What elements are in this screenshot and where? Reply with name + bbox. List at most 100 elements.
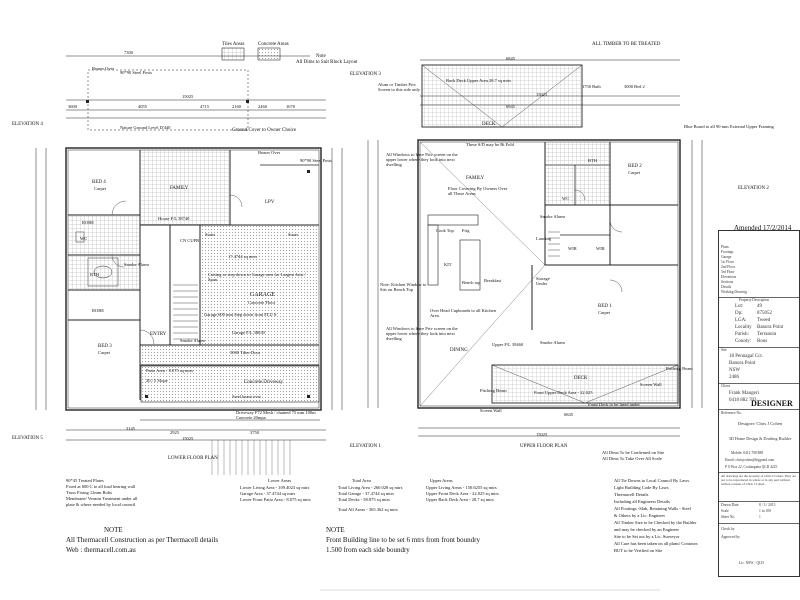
driveway-mesh-note: Driveway F72 Mesh / chained 75 mm 100m C…	[236, 410, 316, 420]
room-bed1: BED 1	[598, 304, 612, 309]
legend-concrete-swatch	[257, 47, 281, 61]
compliance-note: Thermacell Details	[614, 492, 649, 497]
company-name: 3D Home Design & Drafting Builder	[728, 436, 792, 441]
title-row: Details	[721, 285, 732, 289]
room-garage: GARAGE	[250, 292, 275, 298]
lower-floor-plan-title: LOWER FLOOR PLAN	[168, 456, 218, 461]
property-description-heading: Property Description	[739, 298, 770, 302]
legend-tiles-swatch	[221, 47, 245, 61]
compliance-note: Site to be Set out by a Lic. Surveyor	[614, 534, 680, 539]
upper-front-deck-area: Upper Front Deck Area - 22.025 sq mtrs	[426, 491, 499, 496]
boundary-note-line2: 1.500 from each side boundry	[326, 546, 410, 554]
back-deck-label: Back Deck Upper Area 28.7 sq mtrs	[446, 78, 512, 83]
windows-privacy-note-2: All Windows to have Priv screen on the u…	[386, 326, 458, 341]
boundary-note-line1: Front Building line to be set 6 mtrs fro…	[326, 536, 480, 544]
title-row: Sections	[721, 280, 734, 284]
lga-label: LGA:	[735, 318, 747, 323]
designer-name: Designer/ Chris J Cohen	[737, 421, 783, 426]
construction-note: Membrane/ Vermin Treatment under all	[66, 496, 138, 501]
room-robe-1: ROBE	[82, 220, 95, 225]
upper-smoke-alarm-2: Smoke Alarm	[540, 340, 565, 345]
lower-dim: 1670	[286, 104, 295, 109]
title-row: Working Drawing	[721, 290, 747, 294]
cupboard-label: CN CUPB	[180, 238, 200, 243]
client-label: Client	[721, 384, 730, 388]
lower-dim-bottom: 3750	[250, 430, 259, 435]
total-areas-heading: Total Area	[352, 478, 371, 483]
upper-dim: 15025	[536, 432, 548, 437]
dims-confirm-note: All Dims To be Confirmed on Site	[602, 450, 665, 455]
room-bed3: BED 3	[98, 344, 112, 349]
sheet-value: 1	[759, 515, 761, 519]
title-row: 3rd Floor	[721, 270, 735, 274]
title-row: 2nd Floor	[721, 265, 736, 269]
site-address-line: 18 Pennagal Cct.	[729, 354, 764, 359]
room-robe-2: ROBE	[92, 308, 105, 313]
header-note-text: All Dims to Suit Block Layout	[296, 60, 358, 65]
upper-bath-label: BTH	[588, 158, 597, 163]
total-living-area: Total Living Area - 260.028 sq mtrs	[338, 485, 403, 490]
upper-wc-label: WC	[562, 196, 570, 201]
designer-heading: DESIGNER	[751, 399, 793, 408]
scale-label: Scale	[721, 509, 729, 513]
compliance-note: All Timber Size to be Checked by the Bui…	[614, 520, 697, 525]
client-name: Frank Maugeri	[729, 391, 759, 396]
room-bed4-floor: Carpet	[94, 186, 106, 191]
retaining-note: Cutting or step down to Garage area for …	[208, 272, 306, 282]
amended-date: Amended 17/2/2014	[734, 224, 792, 232]
smoke-alarm-label-2: Smoke Alarm	[180, 338, 205, 343]
upper-dim: 6845	[564, 412, 573, 417]
room-bth: BTH	[90, 272, 99, 277]
floor-covering-note: Floor Covering By Owners Over all These …	[448, 186, 508, 196]
licence-label: Lic. NSW - QLD	[739, 561, 764, 565]
lower-dim-bottom: 3145	[126, 426, 135, 431]
patio-area-label: Patio Area - 8.075 sq mtrs	[146, 368, 193, 373]
screen-wall-label-2: Screen Wall	[480, 408, 502, 413]
lower-dim-bottom: 15025	[182, 436, 194, 441]
garage-floor-label: Concrete Floor	[248, 300, 276, 305]
lower-patio-area: Lower Front Patio Area - 8.075 sq mtrs	[240, 497, 311, 502]
wir-label: WIR	[568, 246, 577, 251]
lot-label: Lot:	[735, 304, 744, 309]
lower-dim: 7300	[124, 50, 133, 55]
landing-label: Landing	[536, 236, 551, 241]
thermacell-note-line1: All Thermacell Construction as per Therm…	[66, 536, 219, 544]
kitchen-label: KIT	[444, 262, 452, 267]
blue-board-note: Blue Board to all 90 mm External Upper F…	[684, 124, 774, 129]
designer-reference: Reference No.	[721, 411, 742, 415]
lower-areas-heading: Lower Areas	[268, 478, 292, 483]
upper-family-label: FAMILY	[466, 176, 485, 181]
deck-label: DECK	[482, 122, 496, 127]
upper-dim: 15025	[536, 92, 548, 97]
steel-posts-label: 90*90 Steel Posts	[120, 70, 153, 75]
mobile: Mobile: 0412 708 888	[731, 451, 764, 455]
construction-note: plate & where needed by local council	[66, 502, 136, 507]
privacy-screen-note: Alum or Timber Priv Screen to this side …	[378, 82, 420, 92]
total-all-area: Total All Areas - 365.362 sq mtrs	[338, 507, 398, 512]
dining-label: DINING	[450, 348, 468, 353]
lower-dim: 4055	[138, 104, 147, 109]
driveway-fill	[140, 365, 320, 403]
site-label: Site	[721, 348, 727, 352]
pitching-beam-label-2: Pitching Beam	[666, 366, 693, 371]
breakfast-label: Breakfast	[484, 278, 502, 283]
concrete-driveway-label: Concrete Driveway	[244, 380, 284, 385]
cook-top-label: Cook Top	[436, 228, 454, 233]
lower-dim: 3600	[68, 104, 77, 109]
windows-privacy-note: All Windows to have Priv screen on the u…	[386, 152, 458, 167]
total-decks-area: Total Decks - 58.875 sq mtrs	[338, 497, 390, 502]
driveway-hatch	[211, 440, 291, 475]
title-row: Garage	[721, 255, 732, 259]
copyright-note: All drawings are the property of Chris J…	[721, 474, 797, 486]
garage-concrete-fill	[201, 226, 319, 344]
steel-beam-label: Steel beam over	[232, 394, 261, 399]
drawn-date-label: Drawn Date	[721, 503, 739, 507]
dp-value: 875052	[757, 311, 772, 316]
header-note-heading: Note	[316, 54, 326, 59]
email: Email: chrisjcohen@bigpond.com	[725, 458, 775, 462]
upper-fl-label: Upper F/L 39460	[492, 342, 524, 347]
fridge-label: Frig	[462, 228, 470, 233]
deck-label-front: DECK	[574, 376, 588, 381]
lga-value: Tweed	[757, 318, 771, 323]
locality-label: Locality	[735, 325, 752, 330]
